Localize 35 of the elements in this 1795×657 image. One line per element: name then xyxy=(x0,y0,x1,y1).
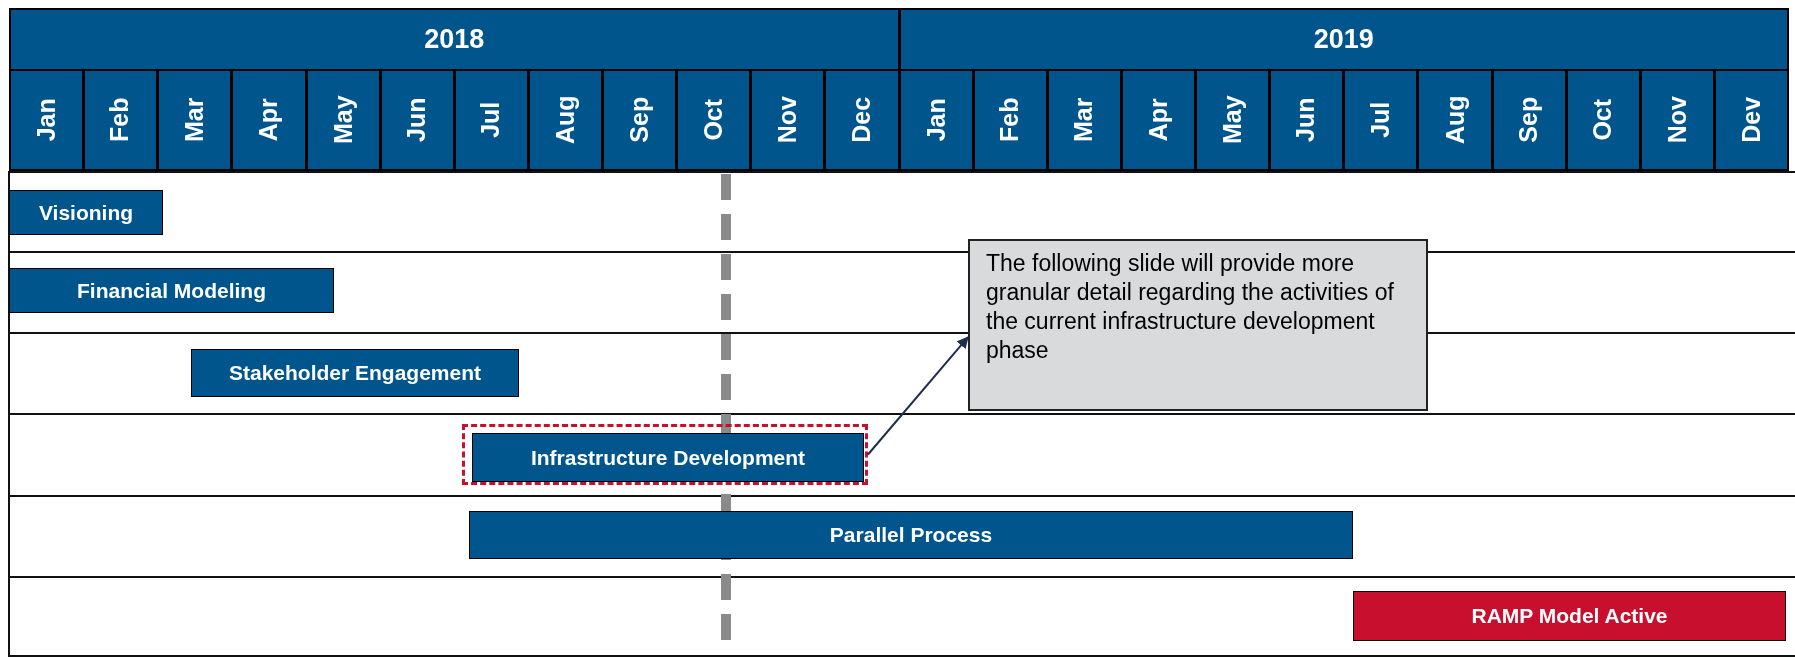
month-header-cell: Dec xyxy=(824,69,900,171)
month-header-cell: May xyxy=(1195,69,1271,171)
month-header-cell: Feb xyxy=(83,69,159,171)
task-bar: RAMP Model Active xyxy=(1353,591,1786,641)
month-header-cell: Jan xyxy=(898,69,974,171)
year-header-cell: 2019 xyxy=(898,8,1789,71)
month-header-cell: Mar xyxy=(157,69,233,171)
month-header-cell: Oct xyxy=(676,69,752,171)
month-header-cell: Feb xyxy=(972,69,1048,171)
highlight-box xyxy=(462,424,868,485)
task-bar: Infrastructure Development xyxy=(472,433,864,482)
month-header-cell: Apr xyxy=(231,69,307,171)
month-header-cell: Jun xyxy=(1269,69,1345,171)
month-header-cell: Oct xyxy=(1565,69,1641,171)
month-header-cell: Jul xyxy=(1343,69,1419,171)
task-bar: Parallel Process xyxy=(469,511,1353,559)
month-header-cell: Apr xyxy=(1120,69,1196,171)
year-header-cell: 2018 xyxy=(9,8,900,71)
month-header-cell: Nov xyxy=(1639,69,1715,171)
month-header-cell: Aug xyxy=(1417,69,1493,171)
month-header-cell: Jul xyxy=(453,69,529,171)
task-bar: Financial Modeling xyxy=(9,268,334,313)
arrow xyxy=(867,336,969,456)
month-header-cell: Sep xyxy=(1491,69,1567,171)
task-bar: Stakeholder Engagement xyxy=(191,349,519,397)
month-header-cell: Mar xyxy=(1046,69,1122,171)
task-bar: Visioning xyxy=(9,190,163,235)
month-header-cell: Nov xyxy=(750,69,826,171)
month-header-cell: Dev xyxy=(1713,69,1789,171)
callout-box: The following slide will provide more granular detail regarding the activities of the current infrastructure development phase xyxy=(968,239,1428,411)
month-header-cell: Jan xyxy=(9,69,85,171)
month-header-cell: May xyxy=(305,69,381,171)
month-header-cell: Sep xyxy=(602,69,678,171)
month-header-cell: Jun xyxy=(379,69,455,171)
month-header-cell: Aug xyxy=(527,69,603,171)
